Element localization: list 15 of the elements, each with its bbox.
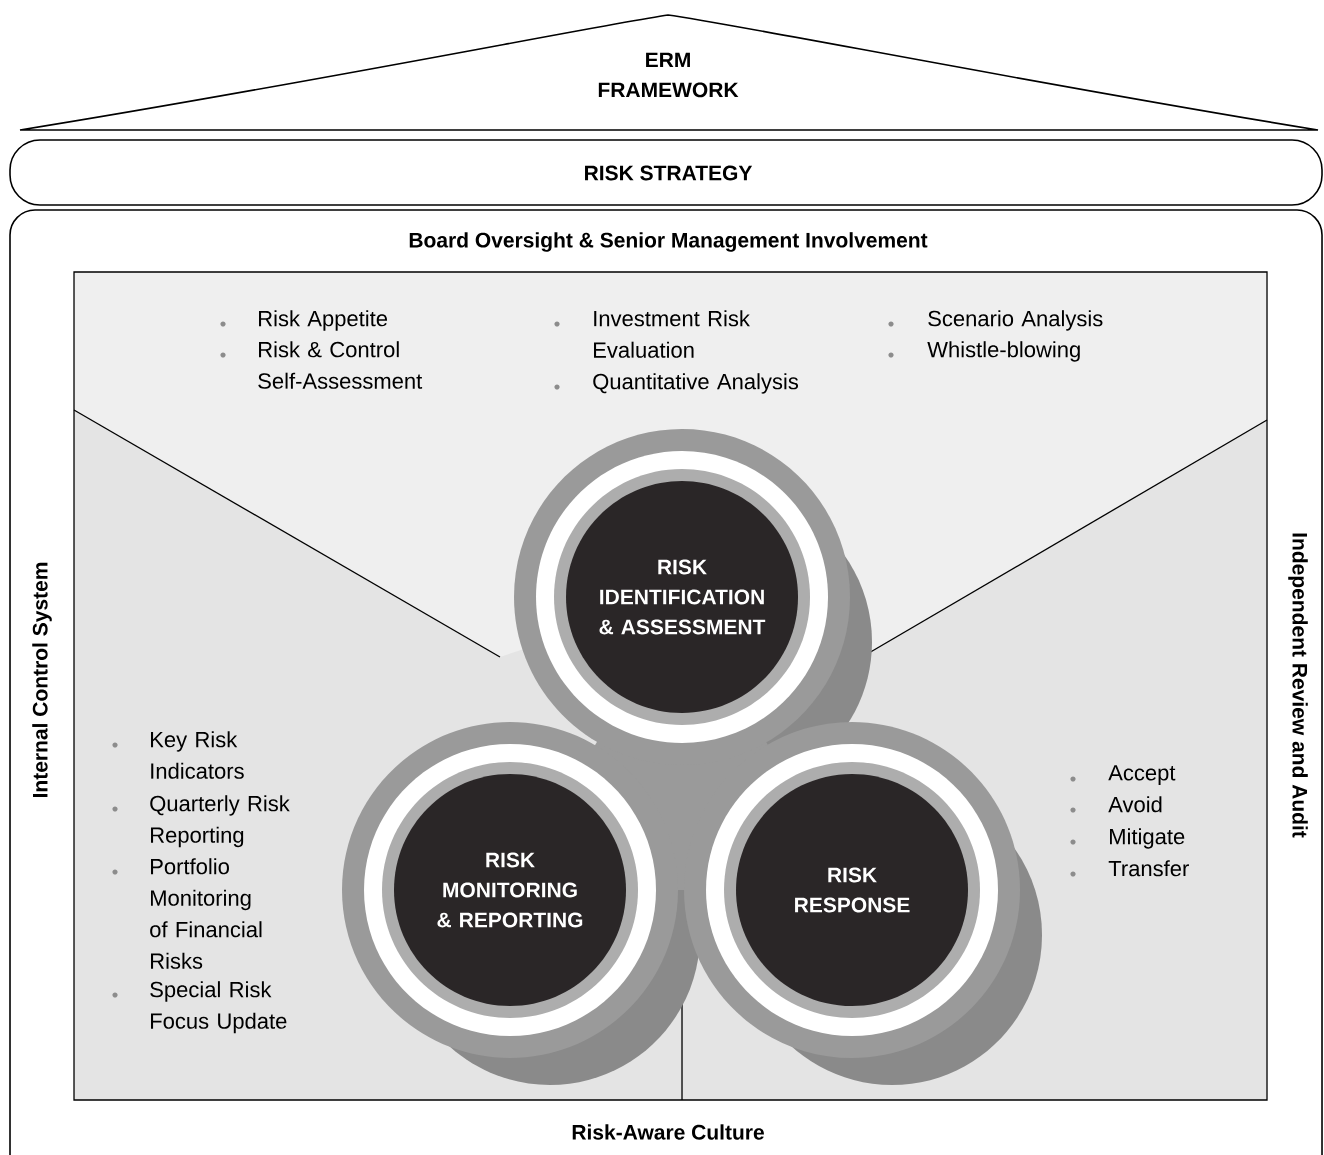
bullet-text: Risk & Control Self-Assessment xyxy=(258,341,423,389)
bullet-text: Whistle-blowing xyxy=(927,341,1080,362)
bullet-text: Key Risk Indicators xyxy=(151,731,244,779)
bullet-text: Mitigate xyxy=(1110,828,1185,849)
bullet-text: Portfolio Monitoring of Financial Risks xyxy=(150,858,262,969)
bullet-text: Scenario Analysis xyxy=(928,310,1103,331)
bullet-text: Accept xyxy=(1108,765,1176,785)
bullet-text: Investment Risk Evaluation xyxy=(594,310,750,358)
bullet-text: Quarterly Risk Reporting xyxy=(150,795,290,848)
bullet-text: Transfer xyxy=(1108,860,1189,877)
bullet-text: Avoid xyxy=(1108,796,1162,813)
bullet-text: Risk Appetite xyxy=(259,310,388,331)
strategy-band: RISK STRATEGY xyxy=(9,139,1323,206)
bullet-text: Special Risk Focus Update xyxy=(150,981,287,1034)
bullet-text: Quantitative Analysis xyxy=(593,373,799,394)
